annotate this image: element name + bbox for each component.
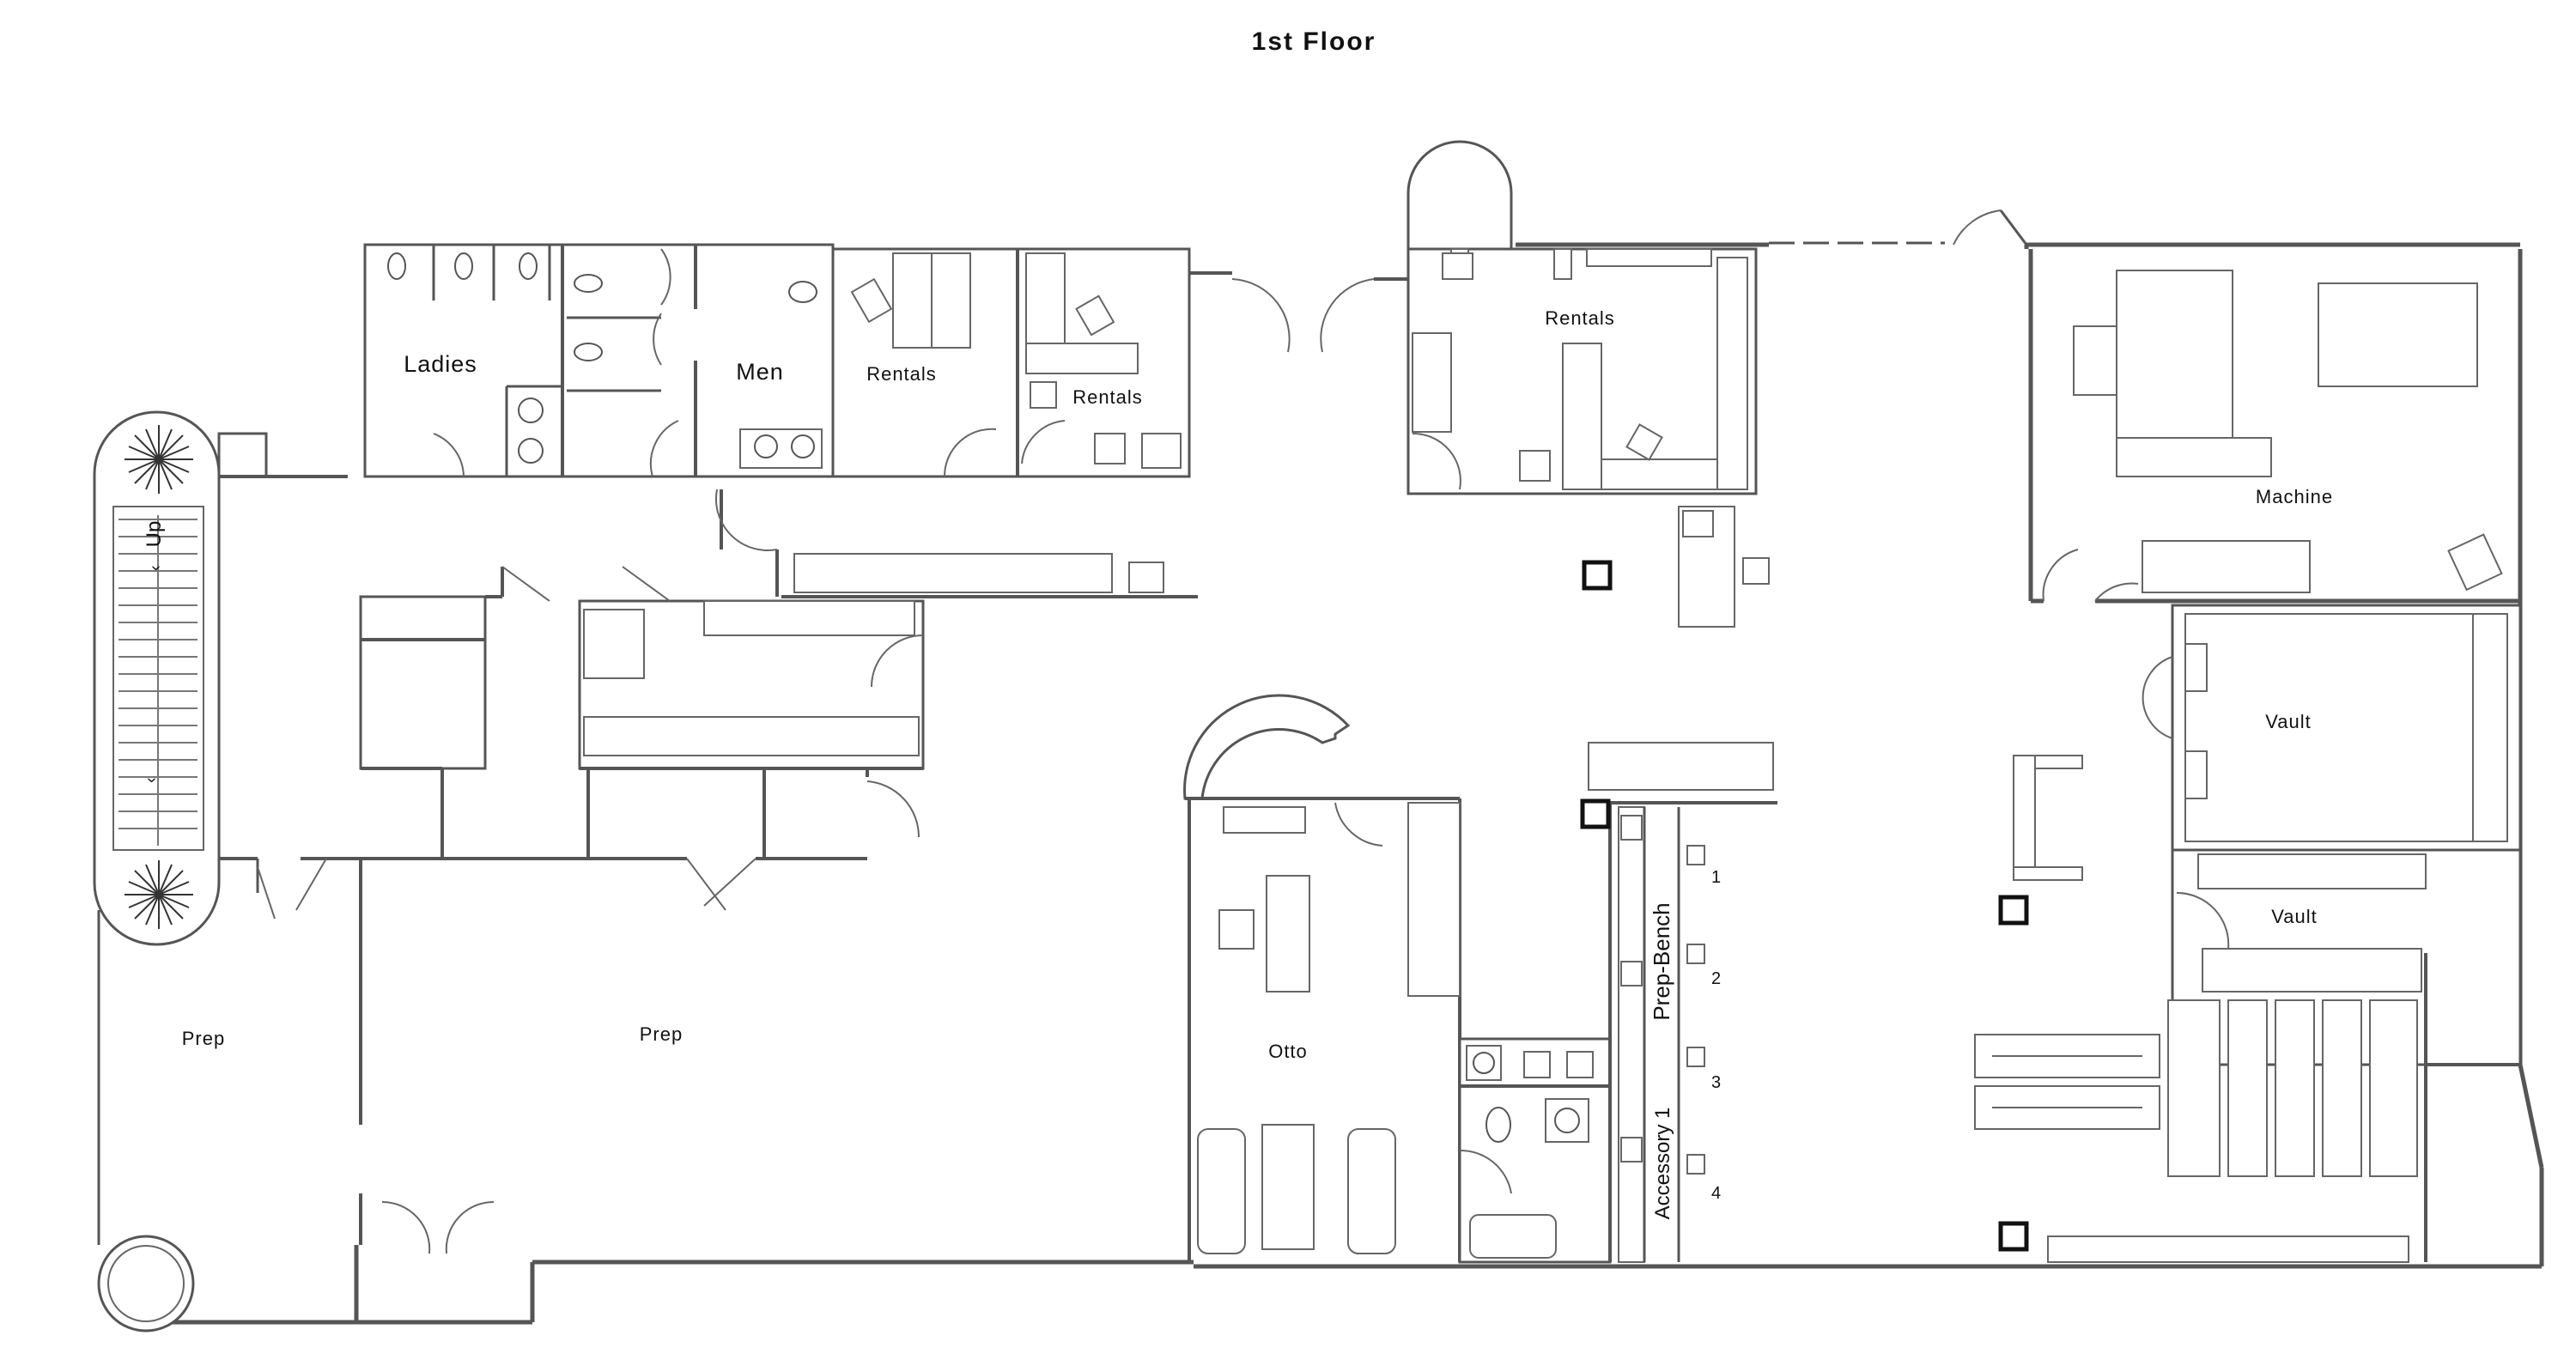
room-label-ladies: Ladies — [404, 351, 477, 377]
rentals-west-offices: Rentals Rentals — [831, 247, 1408, 478]
chair-icon — [1742, 557, 1770, 585]
toilet-icon — [788, 281, 817, 303]
room-label-accessory: Accessory 1 — [1651, 1108, 1674, 1220]
printer-icon — [1128, 562, 1164, 593]
room-label-rentals-2: Rentals — [1072, 386, 1143, 408]
exterior-walls — [97, 241, 2544, 1325]
sunburst-top-icon — [125, 425, 193, 494]
stairs-arrow-icon: ‹ — [142, 777, 161, 783]
sunburst-bottom-icon — [125, 860, 193, 929]
chair-icon — [1075, 294, 1115, 337]
marker-square — [1998, 895, 2029, 926]
sink-icon — [518, 398, 544, 423]
chair-icon — [1519, 450, 1551, 482]
sofa-icon — [1347, 1128, 1396, 1254]
sink-icon — [1554, 1108, 1580, 1133]
chair-icon — [1625, 423, 1663, 461]
stool-icon — [1686, 944, 1705, 964]
room-label-otto: Otto — [1268, 1041, 1308, 1062]
toilet-icon — [519, 252, 538, 280]
bench-number-3: 3 — [1711, 1073, 1721, 1092]
sofa-icon — [1197, 1128, 1246, 1254]
sink-icon — [1473, 1052, 1495, 1074]
otto-washroom — [1458, 1037, 1612, 1264]
round-column — [97, 1235, 195, 1333]
chair-icon — [850, 277, 893, 324]
markers — [1580, 560, 2029, 1252]
monitor-icon — [1682, 510, 1714, 537]
marker-square — [1580, 798, 1611, 829]
chair-icon — [1094, 433, 1126, 464]
vault-rooms: Vault Vault — [1974, 604, 2522, 1263]
stool-icon — [1686, 1047, 1705, 1067]
sink-icon — [518, 438, 544, 464]
room-label-prep-bench: Prep-Bench — [1649, 902, 1674, 1020]
room-label-prep-2: Prep — [640, 1023, 683, 1045]
bathtub-icon — [1469, 1214, 1557, 1259]
west-core: Prep Prep — [182, 489, 1198, 1254]
room-label-men: Men — [736, 359, 784, 385]
toilet-icon — [574, 274, 603, 293]
bench-number-1: 1 — [1711, 868, 1721, 887]
marker-square — [1582, 560, 1613, 591]
restrooms: Ladies Men — [363, 243, 835, 478]
stool-icon — [1686, 845, 1705, 865]
chair-icon — [1218, 909, 1255, 950]
toilet-icon — [574, 343, 603, 361]
rentals-center-office: Rentals — [1406, 140, 2028, 628]
sink-icon — [791, 434, 815, 458]
toilet-icon — [1485, 1107, 1511, 1143]
toilet-icon — [387, 252, 406, 280]
stairs-arrow-up-icon: ‹ — [146, 565, 165, 571]
stairs-up-label: Up — [143, 521, 166, 548]
floor-title: 1st Floor — [1252, 27, 1376, 56]
room-label-rentals-1: Rentals — [866, 363, 937, 385]
chair-icon — [1030, 381, 1057, 409]
room-label-machine: Machine — [2256, 486, 2333, 507]
room-label-vault-2: Vault — [2271, 906, 2318, 927]
bench-number-4: 4 — [1711, 1184, 1721, 1203]
room-label-vault-1: Vault — [2265, 711, 2312, 732]
stair-tower: Up ‹ ‹ — [93, 410, 361, 946]
chair-icon — [1442, 252, 1473, 280]
stool-icon — [1686, 1154, 1705, 1175]
room-label-prep-1: Prep — [182, 1028, 225, 1049]
otto-room: Otto — [1183, 694, 1461, 1262]
sink-icon — [754, 434, 778, 458]
bench-number-2: 2 — [1711, 969, 1721, 988]
marker-square — [1998, 1221, 2029, 1252]
chair-icon — [2447, 533, 2503, 592]
toilet-icon — [454, 252, 473, 280]
prep-bench-area: 1 2 3 4 Prep-Bench Accessory 1 — [1588, 742, 1777, 1263]
machine-room: Machine — [2028, 249, 2520, 604]
room-label-rentals-3: Rentals — [1545, 307, 1615, 329]
